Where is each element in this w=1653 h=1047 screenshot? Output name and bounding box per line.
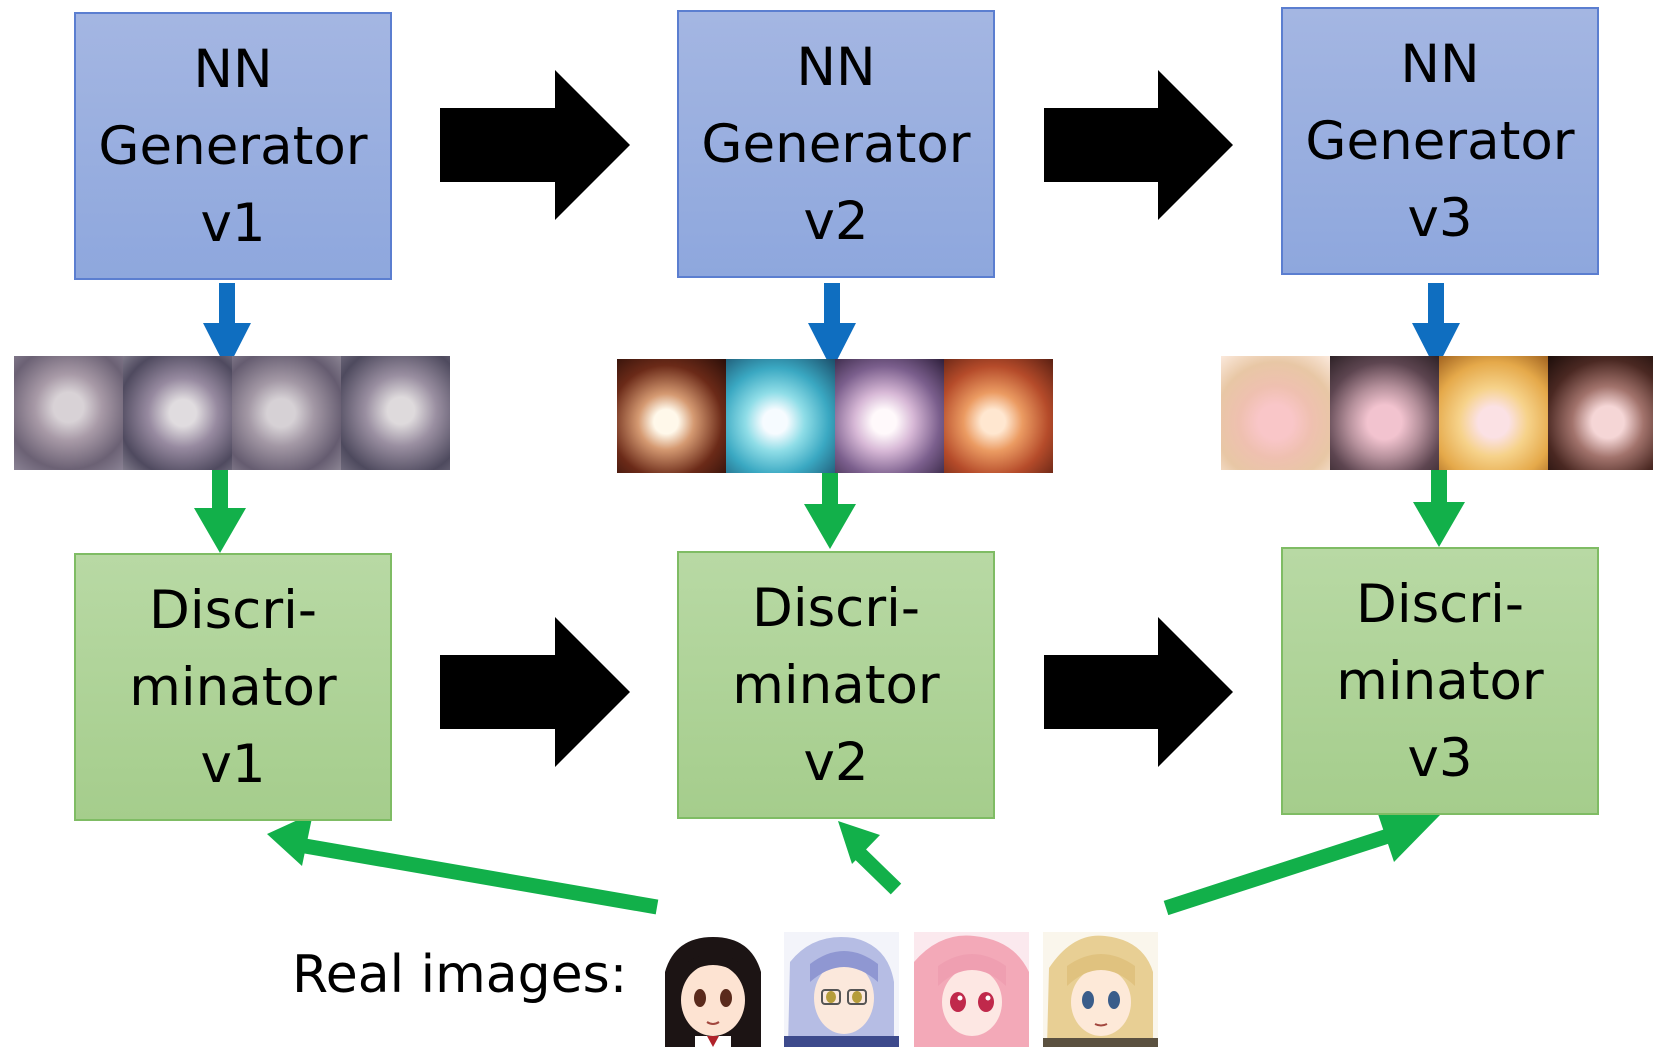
real-image-1-face: [655, 932, 770, 1047]
discriminator-v2-box: Discri- minator v2: [677, 551, 995, 819]
real-to-discriminator-v1-arrow-shaft: [303, 838, 659, 915]
real-image-arrows: [303, 828, 1391, 916]
generator-v3-line2: Generator: [1305, 110, 1575, 172]
generator-v2-box: NN Generator v2: [677, 10, 995, 278]
generator-v2-line2: Generator: [701, 113, 971, 175]
generator-v1-box: NN Generator v1: [74, 12, 392, 280]
green-arrow-v3: [1413, 462, 1465, 547]
discriminator-v1-line2: minator: [129, 656, 337, 718]
generated-sample-image: [944, 359, 1053, 473]
real-image-4: [1043, 932, 1158, 1047]
blue-arrow-v3: [1412, 283, 1460, 370]
green-arrow-v1: [194, 467, 246, 553]
generated-sample-image: [1548, 356, 1653, 470]
generated-samples-v2: [617, 359, 1053, 473]
real-to-discriminator-v3-arrowhead: [1378, 814, 1440, 862]
discriminator-v2-line2: minator: [732, 654, 940, 716]
discriminator-v3-box: Discri- minator v3: [1281, 547, 1599, 815]
generated-sample-image: [726, 359, 835, 473]
generator-v2-line1: NN: [796, 36, 876, 98]
real-to-discriminator-v3-arrow-shaft: [1163, 828, 1391, 916]
green-down-arrows: [194, 462, 1465, 553]
real-image-3: [914, 932, 1029, 1047]
generator-v3-line3: v3: [1407, 187, 1473, 249]
generated-samples-v1: [14, 356, 450, 470]
real-to-discriminator-v1-arrowhead: [267, 813, 313, 866]
real-to-discriminator-v2-arrow-shaft: [854, 848, 902, 895]
discriminator-v3-line2: minator: [1336, 650, 1544, 712]
generated-sample-image: [1439, 356, 1548, 470]
real-image-4-face: [1043, 932, 1158, 1047]
real-image-3-face: [914, 932, 1029, 1047]
real-images-label: Real images:: [292, 945, 628, 1005]
generated-sample-image: [1330, 356, 1439, 470]
generator-v3-box: NN Generator v3: [1281, 7, 1599, 275]
generated-sample-image: [14, 356, 123, 470]
discriminator-v2-to-v3-arrow: [1044, 617, 1233, 767]
blue-arrow-v1: [203, 283, 251, 370]
discriminator-v2-line1: Discri-: [752, 577, 920, 639]
generator-v2-line3: v2: [803, 190, 869, 252]
discriminator-v1-to-v2-arrow: [440, 617, 630, 767]
discriminator-v3-line1: Discri-: [1356, 573, 1524, 635]
generator-v1-to-v2-arrow: [440, 70, 630, 220]
generator-v3-line1: NN: [1400, 33, 1480, 95]
generated-sample-image: [617, 359, 726, 473]
discriminator-v1-line1: Discri-: [149, 579, 317, 641]
discriminator-v3-line3: v3: [1407, 727, 1473, 789]
real-image-1: [655, 932, 770, 1047]
generated-sample-image: [123, 356, 232, 470]
discriminator-v1-line3: v1: [200, 733, 266, 795]
real-to-discriminator-v2-arrowhead: [838, 821, 880, 864]
discriminator-v2-line3: v2: [803, 731, 869, 793]
generator-v1-line3: v1: [200, 192, 266, 254]
green-arrow-v2: [804, 462, 856, 549]
real-image-2: [784, 932, 899, 1047]
generated-samples-v3: [1221, 356, 1653, 470]
generator-v1-line2: Generator: [98, 115, 368, 177]
real-image-2-face: [784, 932, 899, 1047]
generator-v2-to-v3-arrow: [1044, 70, 1233, 220]
discriminator-v1-box: Discri- minator v1: [74, 553, 392, 821]
blue-arrow-v2: [808, 283, 856, 370]
generated-sample-image: [232, 356, 341, 470]
generated-sample-image: [835, 359, 944, 473]
blue-arrows: [203, 283, 1460, 370]
generated-sample-image: [1221, 356, 1330, 470]
generated-sample-image: [341, 356, 450, 470]
generator-v1-line1: NN: [193, 38, 273, 100]
